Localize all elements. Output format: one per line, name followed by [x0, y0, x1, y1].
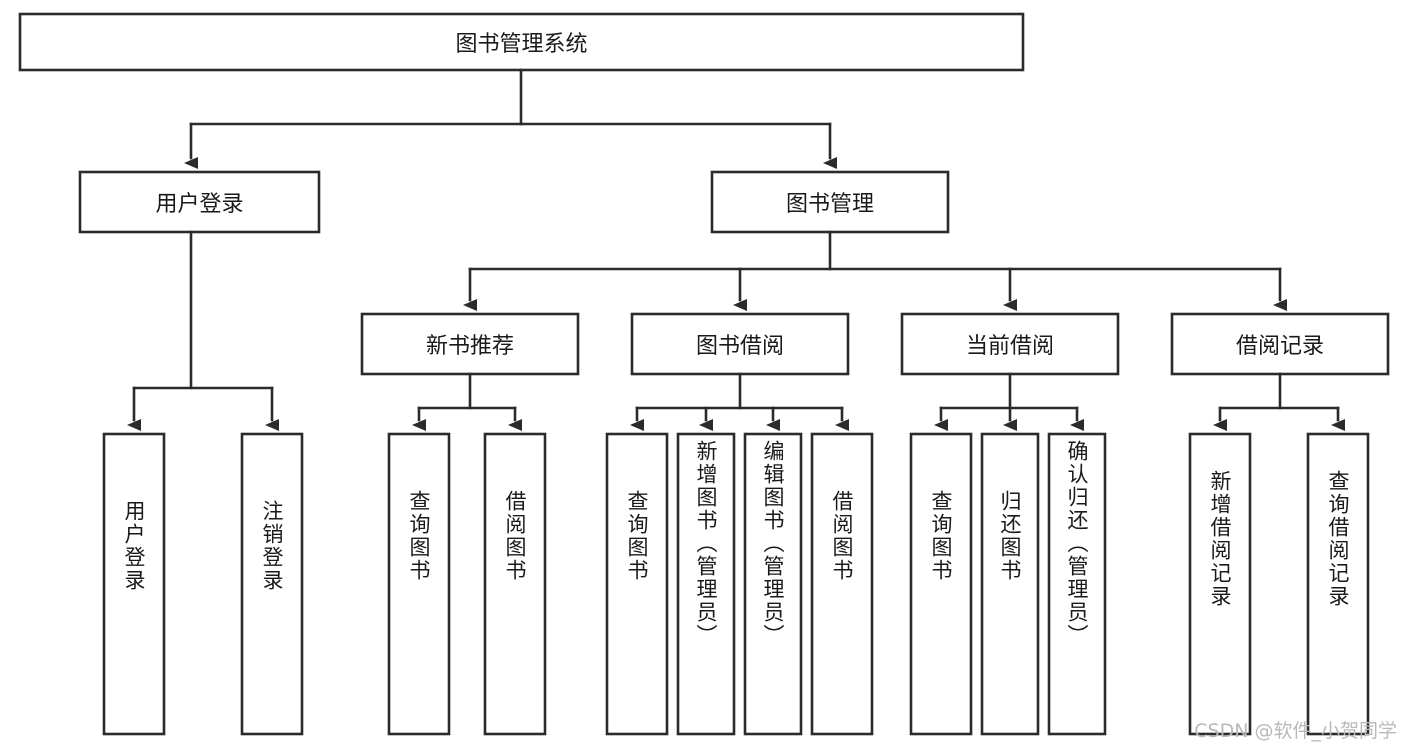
csdn-watermark: CSDN @软件_小贺同学: [1194, 720, 1397, 742]
leaf-query-borrow-record[interactable]: [1306, 432, 1370, 736]
node-borrow-record[interactable]: [1170, 312, 1390, 376]
leaf-confirm-return-admin[interactable]: [1047, 432, 1107, 736]
leaf-query-book-recommend[interactable]: [387, 432, 451, 736]
leaf-add-book-admin[interactable]: [676, 432, 736, 736]
node-book-management[interactable]: [710, 170, 950, 234]
leaf-user-login[interactable]: [102, 432, 166, 736]
node-root-book-management-system[interactable]: [18, 12, 1025, 72]
node-book-borrow[interactable]: [630, 312, 850, 376]
node-new-book-recommend[interactable]: [360, 312, 580, 376]
leaf-logout-login[interactable]: [240, 432, 304, 736]
leaf-add-borrow-record[interactable]: [1188, 432, 1252, 736]
node-user-login[interactable]: [78, 170, 321, 234]
leaf-edit-book-admin[interactable]: [743, 432, 803, 736]
leaf-query-book-borrow[interactable]: [605, 432, 669, 736]
leaf-return-book[interactable]: [980, 432, 1040, 736]
leaf-borrow-book-recommend[interactable]: [483, 432, 547, 736]
leaf-borrow-book[interactable]: [810, 432, 874, 736]
node-current-borrow[interactable]: [900, 312, 1120, 376]
leaf-query-book-current[interactable]: [909, 432, 973, 736]
